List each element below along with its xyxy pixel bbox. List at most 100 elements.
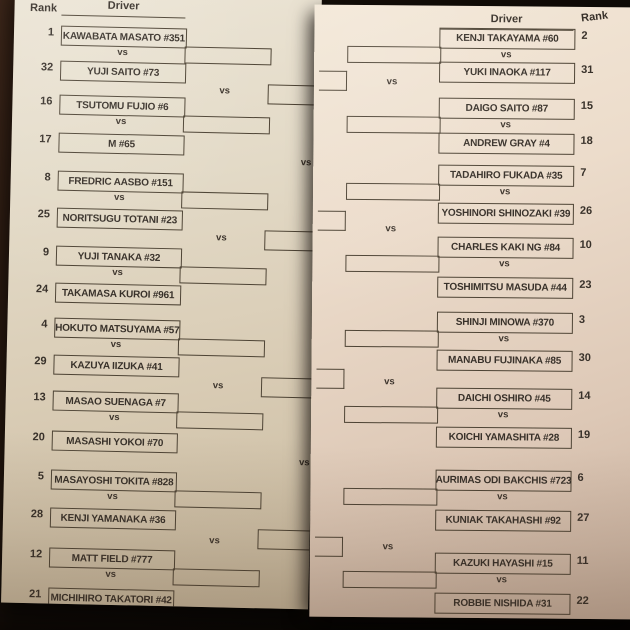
driver-box: KUNIAK TAKAHASHI #92: [435, 509, 572, 532]
round3-winner-box: [314, 536, 344, 557]
round2-vs-label: vs: [385, 223, 397, 235]
bracket-match: 10 CHARLES KAKI NG #84 vs TOSHIMITSU MAS…: [313, 236, 630, 299]
driver-name: KAWABATA MASATO #351: [62, 30, 186, 44]
round2-vs-label: vs: [212, 380, 224, 392]
driver-header: Driver: [490, 13, 523, 26]
bracket-match: 1 KAWABATA MASATO #351 vs YUJI SAITO #73…: [14, 25, 321, 84]
rank-number: 15: [580, 99, 594, 113]
rank-number: 27: [577, 511, 590, 525]
driver-name: TADAHIRO FUKADA #35: [449, 169, 563, 182]
driver-name: MATT FIELD #777: [71, 552, 153, 566]
driver-box: KENJI TAKAYAMA #60: [439, 27, 576, 50]
driver-name: MASASHI YOKOI #70: [66, 435, 164, 449]
left-page: Rank Driver vs vs 1 KAWABATA MASATO #351…: [1, 0, 322, 610]
vs-label: vs: [497, 491, 508, 503]
vs-label: vs: [107, 490, 118, 503]
vs-label: vs: [497, 409, 509, 421]
round2-winner-box: [184, 46, 272, 66]
bracket-match: 3 SHINJI MINOWA #370 vs MANABU FUJINAKA …: [312, 311, 630, 372]
driver-box: YUJI TANAKA #32: [55, 245, 183, 269]
rank-number: 30: [578, 351, 591, 365]
driver-box: M #65: [58, 132, 185, 156]
driver-name: YUKI INAOKA #117: [463, 66, 551, 79]
driver-name: MASAO SUENAGA #7: [65, 395, 166, 409]
vs-label: vs: [108, 411, 120, 424]
driver-box: YOSHINORI SHINOZAKI #39: [437, 202, 574, 225]
driver-name: CHARLES KAKI NG #84: [451, 241, 561, 254]
vs-label: vs: [499, 258, 510, 270]
driver-box: ANDREW GRAY #4: [438, 132, 575, 155]
round2-winner-box: [176, 411, 264, 431]
round2-winner-box: [344, 329, 439, 348]
rank-number: 11: [576, 554, 589, 567]
driver-box: HOKUTO MATSUYAMA #57: [54, 317, 181, 341]
driver-box: SHINJI MINOWA #370: [436, 311, 573, 334]
driver-box: KAZUYA IIZUKA #41: [53, 354, 180, 378]
rank-number: 29: [34, 355, 47, 368]
round2-winner-box: [342, 570, 437, 589]
round2-winner-box: [345, 254, 440, 273]
driver-name: TAKAMASA KUROI #961: [61, 287, 175, 301]
round3-winner-box: [316, 368, 345, 389]
round2-winner-box: [346, 115, 441, 134]
vs-label: vs: [500, 49, 512, 61]
rank-number: 24: [35, 283, 49, 296]
rank-number: 7: [580, 166, 587, 179]
driver-box: MANABU FUJINAKA #85: [436, 349, 573, 372]
driver-name: YUJI TANAKA #32: [77, 250, 161, 264]
driver-box: DAIGO SAITO #87: [438, 97, 575, 120]
round2-winner-box: [182, 115, 271, 135]
driver-box: AURIMAS ODI BAKCHIS #723: [435, 469, 572, 492]
rank-number: 4: [41, 318, 48, 331]
round2-winner-box: [179, 266, 267, 286]
driver-name: HOKUTO MATSUYAMA #57: [55, 322, 180, 336]
driver-name: KUNIAK TAKAHASHI #92: [445, 514, 561, 527]
driver-name: AURIMAS ODI BAKCHIS #723: [435, 474, 572, 487]
driver-box: MASAYOSHI TOKITA #828: [50, 469, 178, 493]
vs-label: vs: [110, 338, 122, 351]
vs-label: vs: [499, 186, 511, 198]
round2-winner-box: [344, 405, 439, 424]
driver-box: MATT FIELD #777: [48, 547, 176, 571]
driver-name: KOICHI YAMASHITA #28: [448, 431, 560, 444]
round3-winner-box: [317, 210, 346, 231]
rank-number: 3: [578, 313, 586, 326]
round2-winner-box: [174, 490, 262, 510]
driver-name: YUJI SAITO #73: [86, 65, 160, 79]
rank-number: 10: [579, 238, 592, 252]
rank-number: 20: [32, 431, 45, 444]
bracket-match: 4 HOKUTO MATSUYAMA #57 vs KAZUYA IIZUKA …: [8, 317, 315, 378]
round2-vs-label: vs: [384, 376, 395, 388]
rank-number: 13: [33, 391, 46, 404]
bracket-match: 14 DAICHI OSHIRO #45 vs KOICHI YAMASHITA…: [311, 387, 630, 449]
bracket-match: 15 DAIGO SAITO #87 vs ANDREW GRAY #4 18: [314, 97, 630, 155]
vs-label: vs: [500, 119, 511, 131]
driver-name: KAZUKI HAYASHI #15: [452, 557, 553, 570]
driver-box: NORITSUGU TOTANI #23: [56, 207, 184, 231]
round2-vs-label: vs: [215, 232, 227, 244]
driver-name: DAICHI OSHIRO #45: [457, 392, 551, 405]
driver-name: MASAYOSHI TOKITA #828: [54, 474, 174, 488]
driver-box: KENJI YAMANAKA #36: [49, 507, 177, 531]
driver-box: KAZUKI HAYASHI #15: [434, 552, 571, 575]
rank-number: 25: [37, 208, 51, 221]
driver-name: DAIGO SAITO #87: [465, 102, 549, 115]
rank-number: 14: [578, 389, 591, 403]
driver-name: TOSHIMITSU MASUDA #44: [443, 281, 567, 294]
bracket-match: 5 MASAYOSHI TOKITA #828 vs KENJI YAMANAK…: [4, 468, 311, 531]
driver-name: KENJI YAMANAKA #36: [60, 512, 166, 526]
round3-winner-box: [318, 70, 348, 91]
driver-box: KOICHI YAMASHITA #28: [435, 426, 572, 449]
bracket-match: 2 KENJI TAKAYAMA #60 vs YUKI INAOKA #117…: [314, 27, 630, 84]
driver-box: ROBBIE NISHIDA #31: [434, 592, 571, 615]
bracket-match: 6 AURIMAS ODI BAKCHIS #723 vs KUNIAK TAK…: [311, 469, 630, 532]
driver-name: ANDREW GRAY #4: [463, 137, 550, 150]
rank-number: 6: [577, 471, 584, 484]
rank-number: 9: [42, 246, 50, 259]
round2-winner-box: [347, 45, 442, 64]
driver-name: M #65: [107, 138, 136, 150]
driver-box: TAKAMASA KUROI #961: [54, 282, 182, 306]
rank-number: 19: [577, 428, 591, 442]
driver-name: ROBBIE NISHIDA #31: [453, 597, 552, 610]
